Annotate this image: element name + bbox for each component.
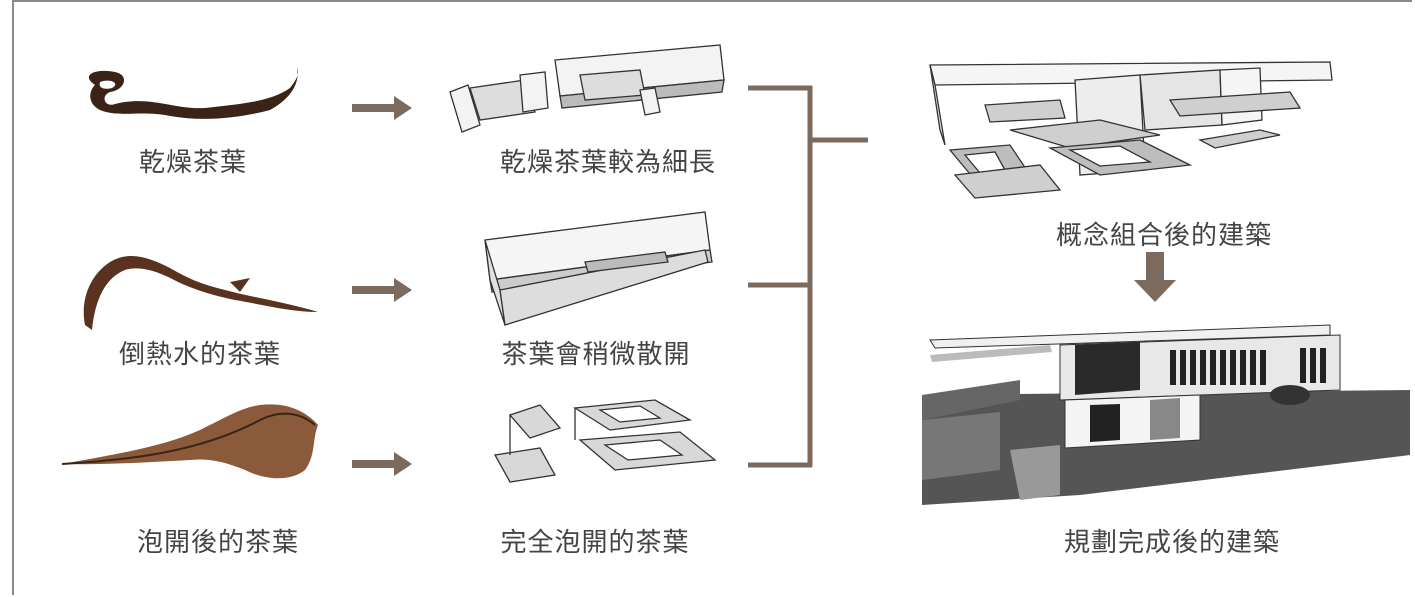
arrow-right-1 (352, 96, 412, 120)
steeped-leaf-label: 倒熱水的茶葉 (118, 340, 282, 370)
loose-model-label: 茶葉會稍微散開 (501, 340, 691, 370)
final-building-rendering (922, 324, 1410, 505)
open-leaf-label: 泡開後的茶葉 (136, 528, 300, 558)
slender-model-label: 乾燥茶葉較為細長 (499, 148, 717, 178)
concept-building-model (929, 61, 1333, 199)
arrow-right-2 (352, 278, 412, 302)
merge-bracket (748, 85, 868, 468)
dry-leaf-label: 乾燥茶葉 (138, 148, 248, 178)
steeped-leaf-image (83, 255, 318, 330)
model-loose (484, 211, 713, 326)
final-building-label: 規劃完成後的建築 (1063, 528, 1281, 558)
model-open (493, 399, 717, 483)
open-model-label: 完全泡開的茶葉 (500, 528, 690, 558)
concept-building-label: 概念組合後的建築 (1055, 221, 1273, 251)
arrow-right-3 (352, 452, 412, 476)
arrow-down (1134, 252, 1176, 302)
model-slender (449, 44, 725, 133)
diagram-frame (12, 0, 1412, 595)
dry-leaf-image (88, 68, 299, 119)
open-leaf-image (61, 404, 318, 479)
